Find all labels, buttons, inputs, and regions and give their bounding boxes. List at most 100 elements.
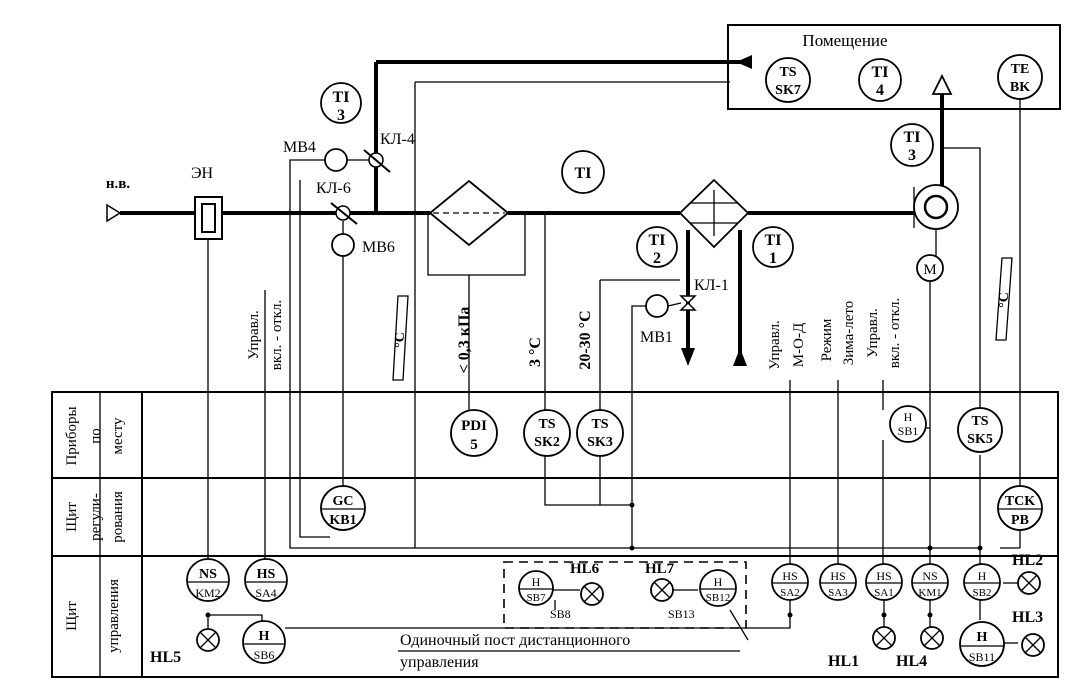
svg-text:SB2: SB2 xyxy=(973,587,992,599)
label-sb13: SB13 xyxy=(668,607,695,621)
svg-text:TI: TI xyxy=(575,165,592,182)
local-devices: PDI 5 TS SK2 TS SK3 H SB1 TS SK5 xyxy=(450,405,1003,457)
svg-text:SK2: SK2 xyxy=(534,435,560,450)
lamp-hl1-label: HL1 xyxy=(828,653,859,670)
lamp-hl1 xyxy=(872,626,896,650)
label-sb8: SB8 xyxy=(550,607,571,621)
svg-text:5: 5 xyxy=(470,437,478,453)
svg-text:TI: TI xyxy=(904,129,921,146)
row-label-local: Приборы xyxy=(64,406,80,465)
valve-kl4 xyxy=(363,149,391,173)
signal-lines xyxy=(207,81,1021,644)
device-ns-km2: NS KM2 xyxy=(186,558,230,602)
svg-text:SA4: SA4 xyxy=(255,586,276,600)
lamp-hl5-label: HL5 xyxy=(150,649,181,666)
svg-text:°C: °C xyxy=(393,332,408,348)
label-rezhim: Режим xyxy=(819,318,835,361)
svg-text:PDI: PDI xyxy=(461,418,487,434)
svg-text:TI: TI xyxy=(765,232,782,249)
svg-text:KM2: KM2 xyxy=(195,586,220,600)
device-tck-pb: TCK PB xyxy=(997,485,1043,531)
lamp-hl3-label: HL3 xyxy=(1012,609,1043,626)
filter xyxy=(427,179,526,276)
room-box xyxy=(727,24,1061,110)
device-h-sb11: H SB11 xyxy=(959,621,1005,667)
drive-mv4 xyxy=(324,148,348,172)
device-h-sb2: H SB2 xyxy=(963,563,1001,601)
svg-text:PB: PB xyxy=(1011,513,1029,528)
lamp-hl4 xyxy=(920,626,944,650)
svg-text:H: H xyxy=(532,575,541,589)
svg-text:SB7: SB7 xyxy=(527,592,546,604)
svg-text:HS: HS xyxy=(782,569,797,583)
sensor-ts-sk7: TS SK7 xyxy=(765,57,811,103)
air-duct xyxy=(106,55,953,366)
svg-text:H: H xyxy=(904,410,913,424)
label-upravl-left: Управл. xyxy=(246,310,262,360)
label-vkl-otkl-right: вкл. - откл. xyxy=(887,298,903,368)
svg-text:TS: TS xyxy=(538,417,555,432)
fan xyxy=(913,184,959,258)
device-gc-kb1: GC KB1 xyxy=(320,485,366,531)
svg-text:по: по xyxy=(88,428,104,444)
device-h-sb6: H SB6 xyxy=(242,620,286,664)
setpoint-c-left: °C xyxy=(392,295,409,381)
valve-kl4-label: КЛ-4 xyxy=(380,131,415,148)
label-vkl-otkl-left: вкл. - откл. xyxy=(269,300,285,370)
svg-text:°C: °C xyxy=(997,292,1012,308)
valve-kl6 xyxy=(330,202,358,225)
valve-kl1 xyxy=(679,295,697,311)
svg-text:TS: TS xyxy=(591,417,608,432)
svg-text:3: 3 xyxy=(337,107,345,124)
valve-kl6-label: КЛ-6 xyxy=(316,180,351,197)
outdoor-air-label: н.в. xyxy=(106,176,130,192)
lamp-hl5 xyxy=(196,628,220,652)
device-ts-sk3: TS SK3 xyxy=(576,409,624,457)
valve-kl1-label: КЛ-1 xyxy=(694,277,729,294)
lamp-hl7-label: HL7 xyxy=(645,561,675,577)
electric-heater xyxy=(194,196,223,240)
setpoint-pressure: < 0,3 кПа xyxy=(456,307,473,374)
lamp-hl2 xyxy=(1017,571,1041,595)
reg-devices: GC KB1 TCK PB xyxy=(320,485,1043,531)
svg-text:H: H xyxy=(259,629,270,644)
device-ns-km1: NS KM1 xyxy=(911,563,949,601)
svg-text:SB6: SB6 xyxy=(254,648,275,662)
device-pdi5: PDI 5 xyxy=(450,409,498,457)
motor-label: M xyxy=(923,262,936,278)
svg-text:NS: NS xyxy=(922,569,937,583)
svg-text:3: 3 xyxy=(908,147,916,164)
svg-text:H: H xyxy=(977,630,988,645)
label-upravl-mid: Управл. xyxy=(767,320,783,370)
ti-bubbles: TI 3 TI TI 2 TI 1 TI 3 TI 4 xyxy=(320,58,934,268)
setpoint-20-30c: 20-30 °C xyxy=(577,310,594,369)
svg-text:SB1: SB1 xyxy=(898,424,919,438)
drive-mv6-label: МВ6 xyxy=(362,239,395,256)
lamp-hl2-label: HL2 xyxy=(1012,552,1043,569)
remote-post-line1: Одиночный пост дистанционного xyxy=(400,632,630,649)
ctrl-devices: NS KM2 HS SA4 H SB6 H SB7 H SB12 HS SA2 … xyxy=(186,558,1005,667)
lamp-hl4-label: HL4 xyxy=(896,653,927,670)
device-hs-sa2: HS SA2 xyxy=(771,563,809,601)
lamps xyxy=(196,571,1045,657)
drive-mv1-label: МВ1 xyxy=(640,329,673,346)
device-h-sb1: H SB1 xyxy=(889,405,927,443)
device-hs-sa3: HS SA3 xyxy=(819,563,857,601)
ti-4-room: TI 4 xyxy=(858,58,902,102)
ti-3-left: TI 3 xyxy=(320,82,362,124)
svg-text:SB12: SB12 xyxy=(706,592,730,604)
svg-text:TI: TI xyxy=(333,89,350,106)
label-zima-leto: Зима-лето xyxy=(841,301,857,366)
svg-text:TI: TI xyxy=(872,64,889,81)
svg-text:HS: HS xyxy=(830,569,845,583)
remote-post-box xyxy=(503,561,747,629)
svg-text:1: 1 xyxy=(769,250,777,267)
drive-mv4-label: МВ4 xyxy=(283,139,316,156)
svg-text:рования: рования xyxy=(110,491,126,543)
lamp-hl3 xyxy=(1021,633,1045,657)
room-label: Помещение xyxy=(802,31,887,50)
svg-text:SB11: SB11 xyxy=(969,650,995,664)
ti-3-right: TI 3 xyxy=(890,123,934,167)
